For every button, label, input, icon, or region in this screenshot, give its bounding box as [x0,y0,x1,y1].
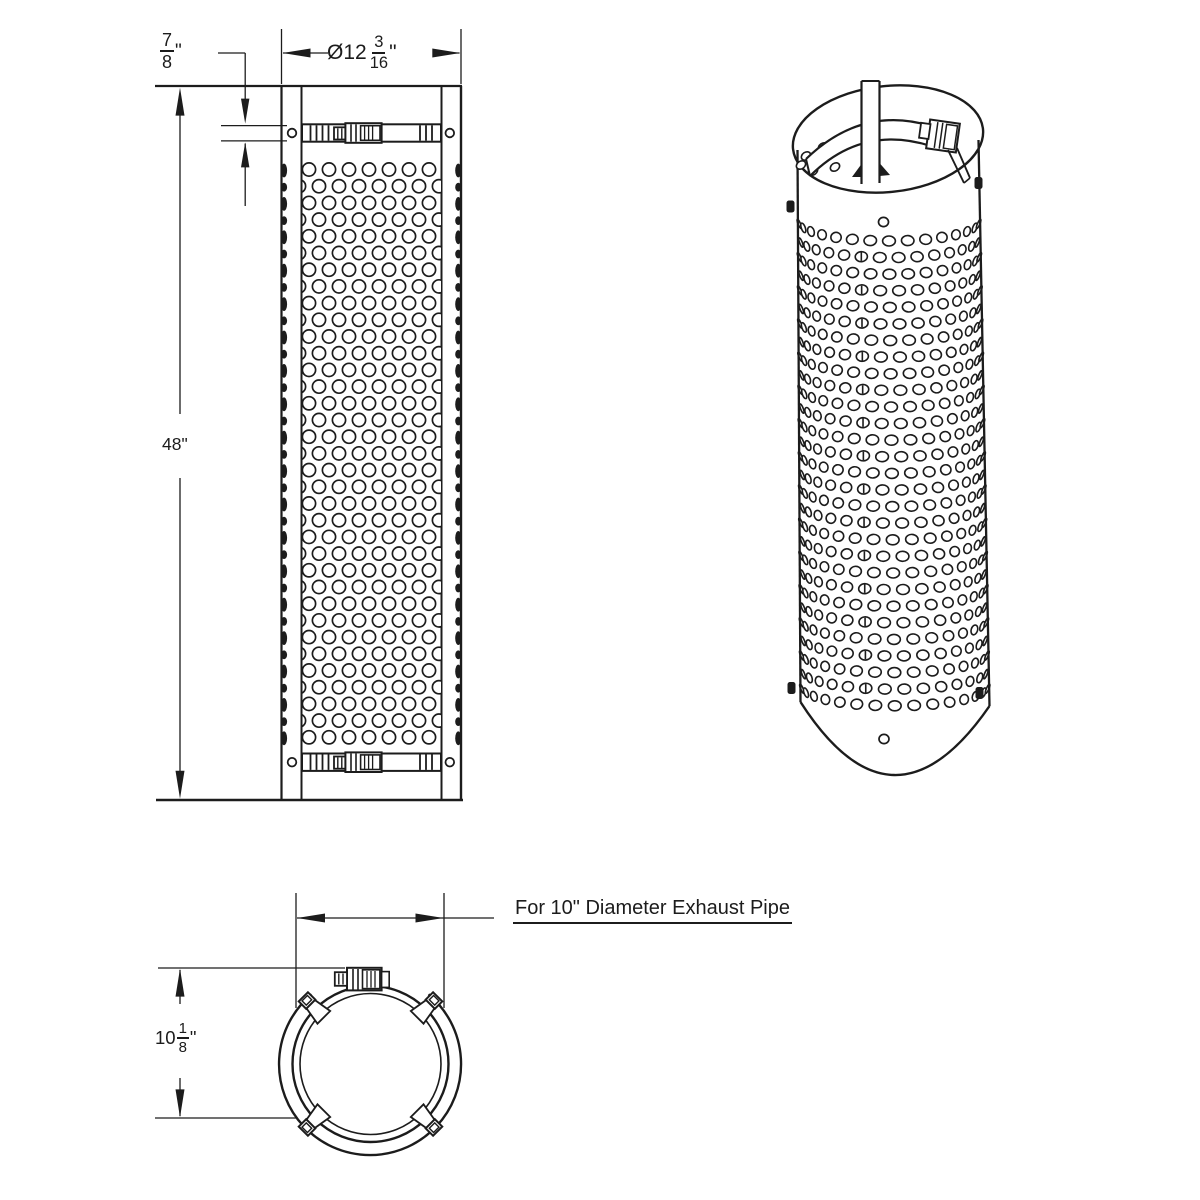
dim-overall-height: 48" [162,434,188,454]
isometric-view-drawing [786,80,991,777]
bottom-view-drawing [277,966,463,1157]
front-view-drawing [155,84,463,802]
dimension-lines [155,29,494,1119]
note-pipe-size: For 10" Diameter Exhaust Pipe [513,898,792,924]
